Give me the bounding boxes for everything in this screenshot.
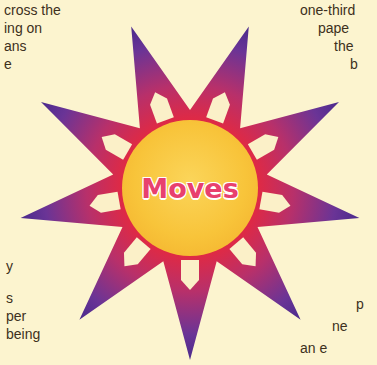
arrow-notch bbox=[259, 192, 292, 215]
text-fragment: ans bbox=[4, 38, 27, 54]
text-fragment: y bbox=[6, 258, 13, 274]
arrow-notch bbox=[206, 89, 233, 123]
text-fragment: ne bbox=[332, 318, 348, 334]
text-fragment: s bbox=[6, 290, 13, 306]
text-fragment: being bbox=[6, 326, 40, 342]
text-fragment: one-third bbox=[300, 2, 355, 18]
arrow-notch bbox=[118, 237, 151, 272]
text-fragment: p bbox=[356, 296, 364, 312]
circle-title: Moves bbox=[141, 173, 238, 204]
text-fragment: per bbox=[6, 308, 26, 324]
arrow-notch bbox=[97, 129, 132, 160]
text-fragment: b bbox=[350, 56, 358, 72]
arrow-notch bbox=[88, 192, 121, 215]
text-fragment: cross the bbox=[4, 2, 61, 18]
text-fragment: ing on bbox=[4, 20, 42, 36]
arrow-notch bbox=[147, 89, 174, 123]
text-fragment: e bbox=[4, 56, 12, 72]
star-arrows bbox=[21, 26, 360, 360]
text-fragment: the bbox=[334, 38, 353, 54]
arrow-notch bbox=[248, 129, 283, 160]
text-fragment: pape bbox=[318, 20, 349, 36]
center-circle: Moves bbox=[122, 120, 258, 256]
arrow-notch bbox=[229, 237, 262, 272]
arrow-notch bbox=[181, 260, 199, 290]
text-fragment: an e bbox=[300, 340, 327, 356]
